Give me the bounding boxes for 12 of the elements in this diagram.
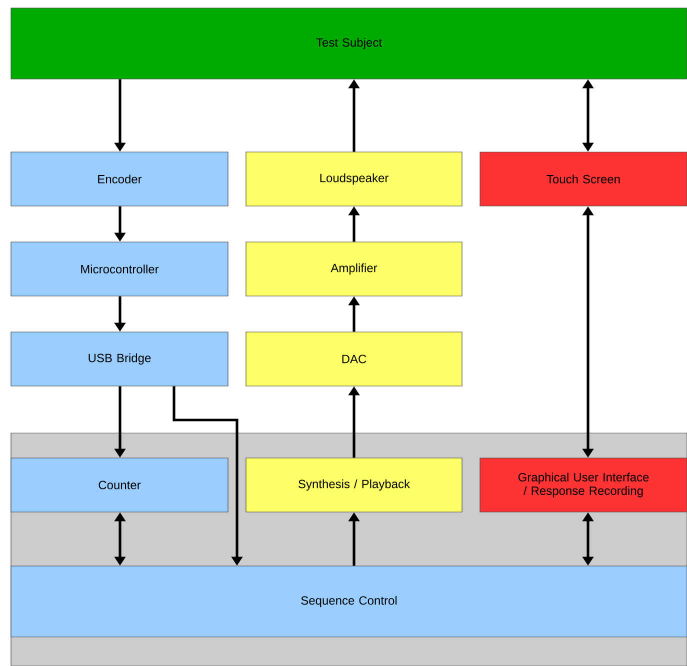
process-box: Microcontroller — [10, 242, 228, 296]
process-box: Amplifier — [246, 242, 462, 296]
process-box: Synthesis / Playback — [246, 458, 462, 512]
process-box: Touch Screen — [480, 152, 687, 206]
process-box: Encoder — [10, 152, 228, 206]
process-box: Graphical User Interface / Response Recording — [480, 458, 687, 512]
process-box: USB Bridge — [10, 332, 228, 386]
process-box: DAC — [246, 332, 462, 386]
process-box: Sequence Control — [10, 566, 687, 638]
process-box: Test Subject — [10, 8, 687, 80]
process-box: Counter — [10, 458, 228, 512]
process-box: Loudspeaker — [246, 152, 462, 206]
